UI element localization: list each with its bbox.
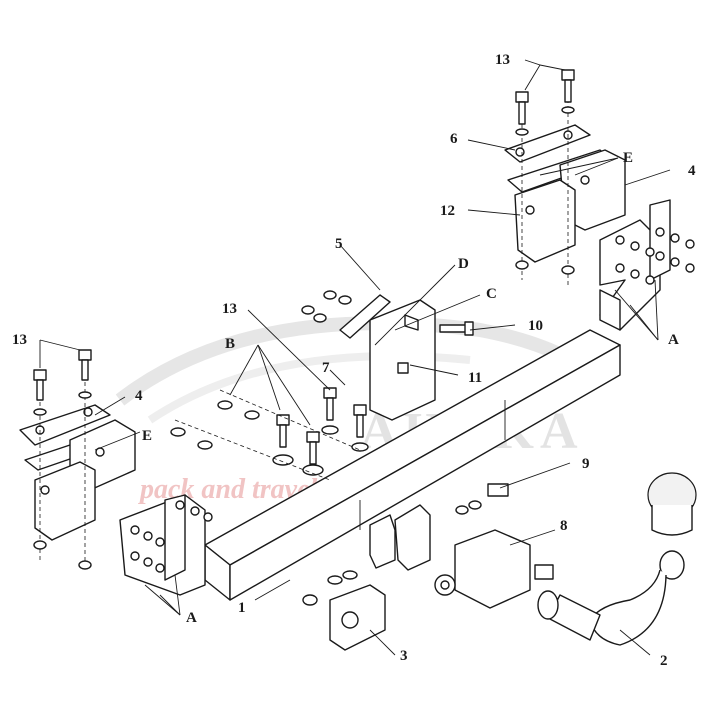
left-bolts (33, 349, 92, 570)
right-bolts (515, 69, 575, 275)
callout-C: C (486, 286, 497, 302)
callout-11: 11 (468, 370, 482, 386)
callout-8: 8 (560, 518, 568, 534)
center-bracket-plate (301, 290, 474, 421)
leader-lines (39, 59, 671, 656)
callout-13-mid: 13 (222, 301, 237, 317)
main-crossbar (204, 329, 621, 601)
callout-1: 1 (238, 600, 246, 616)
left-side-nuts (130, 500, 213, 573)
callout-2: 2 (660, 653, 668, 669)
center-bolts (170, 387, 369, 481)
callout-A-right: A (668, 332, 679, 348)
tow-ball-neck (537, 472, 697, 646)
callout-4-left: 4 (135, 388, 143, 404)
callout-E-right: E (623, 150, 633, 166)
callout-6: 6 (450, 131, 458, 147)
callout-labels: 1 2 3 4 4 5 6 7 8 9 10 11 12 13 13 13 A … (12, 52, 696, 669)
callout-D: D (458, 256, 469, 272)
callout-B: B (225, 336, 235, 352)
left-bracket-assembly (19, 375, 136, 570)
callout-A-left: A (186, 610, 197, 626)
callout-5: 5 (335, 236, 343, 252)
ball-mount-plate (302, 483, 509, 651)
callout-13-left: 13 (12, 332, 27, 348)
callout-4-right: 4 (688, 163, 696, 179)
callout-9: 9 (582, 456, 590, 472)
right-side-nuts (615, 227, 695, 285)
callout-10: 10 (528, 318, 543, 334)
callout-13-top: 13 (495, 52, 510, 68)
callout-E-left: E (142, 428, 152, 444)
callout-7: 7 (322, 360, 330, 376)
electrical-socket (434, 529, 554, 609)
callout-3: 3 (400, 648, 408, 664)
callout-12: 12 (440, 203, 455, 219)
right-side-arm (599, 199, 671, 331)
